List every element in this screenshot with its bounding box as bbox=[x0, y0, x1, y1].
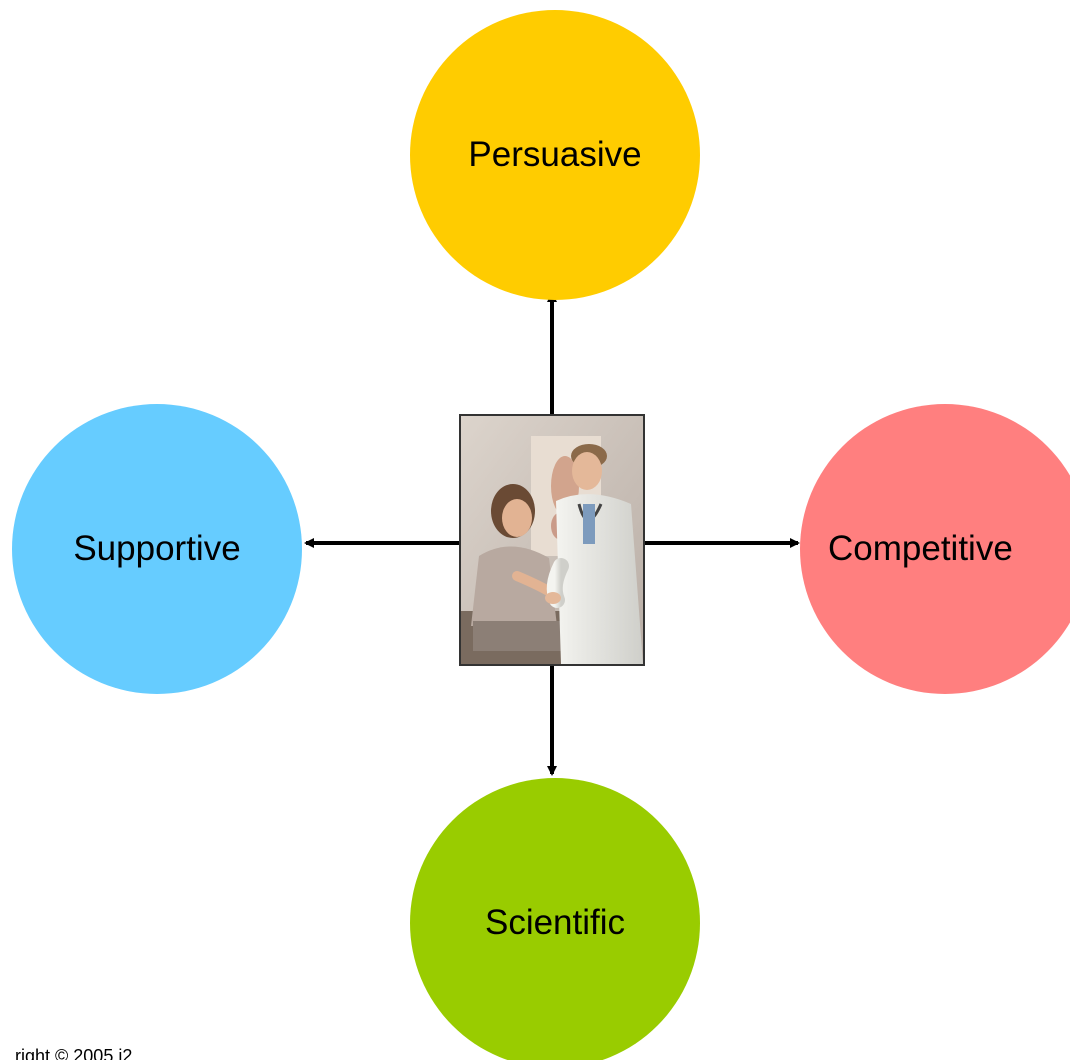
copyright-footer: ...right © 2005 i2... bbox=[0, 1046, 148, 1060]
competitive-label: Competitive bbox=[828, 529, 1013, 568]
supportive-circle: Supportive bbox=[12, 404, 302, 694]
scientific-circle: Scientific bbox=[410, 778, 700, 1060]
supportive-label: Supportive bbox=[73, 529, 241, 568]
scientific-label: Scientific bbox=[484, 903, 626, 942]
competitive-circle: Competitive bbox=[800, 404, 1070, 694]
photo-illustration bbox=[461, 416, 643, 664]
persuasive-label: Persuasive bbox=[468, 135, 642, 174]
doctor-patient-photo bbox=[459, 414, 645, 666]
persuasive-circle: Persuasive bbox=[410, 10, 700, 300]
